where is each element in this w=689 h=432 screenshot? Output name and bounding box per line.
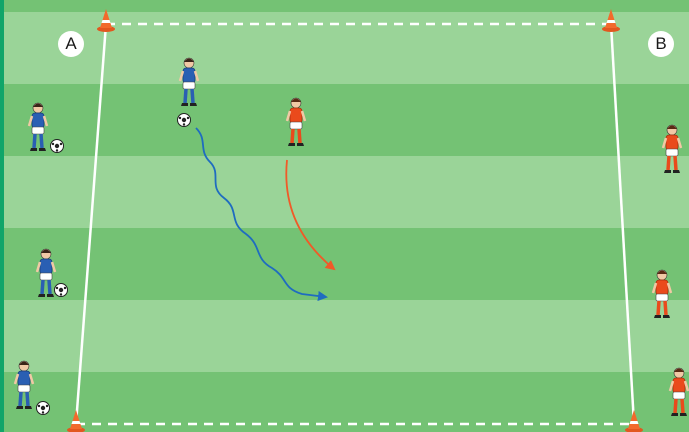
ball-queue-3: [37, 402, 50, 415]
side-b-label: B: [648, 31, 674, 57]
ball-attacker: [178, 114, 191, 127]
ball-queue-1: [51, 140, 64, 153]
side-a-label: A: [58, 31, 84, 57]
ball-queue-2: [55, 284, 68, 297]
